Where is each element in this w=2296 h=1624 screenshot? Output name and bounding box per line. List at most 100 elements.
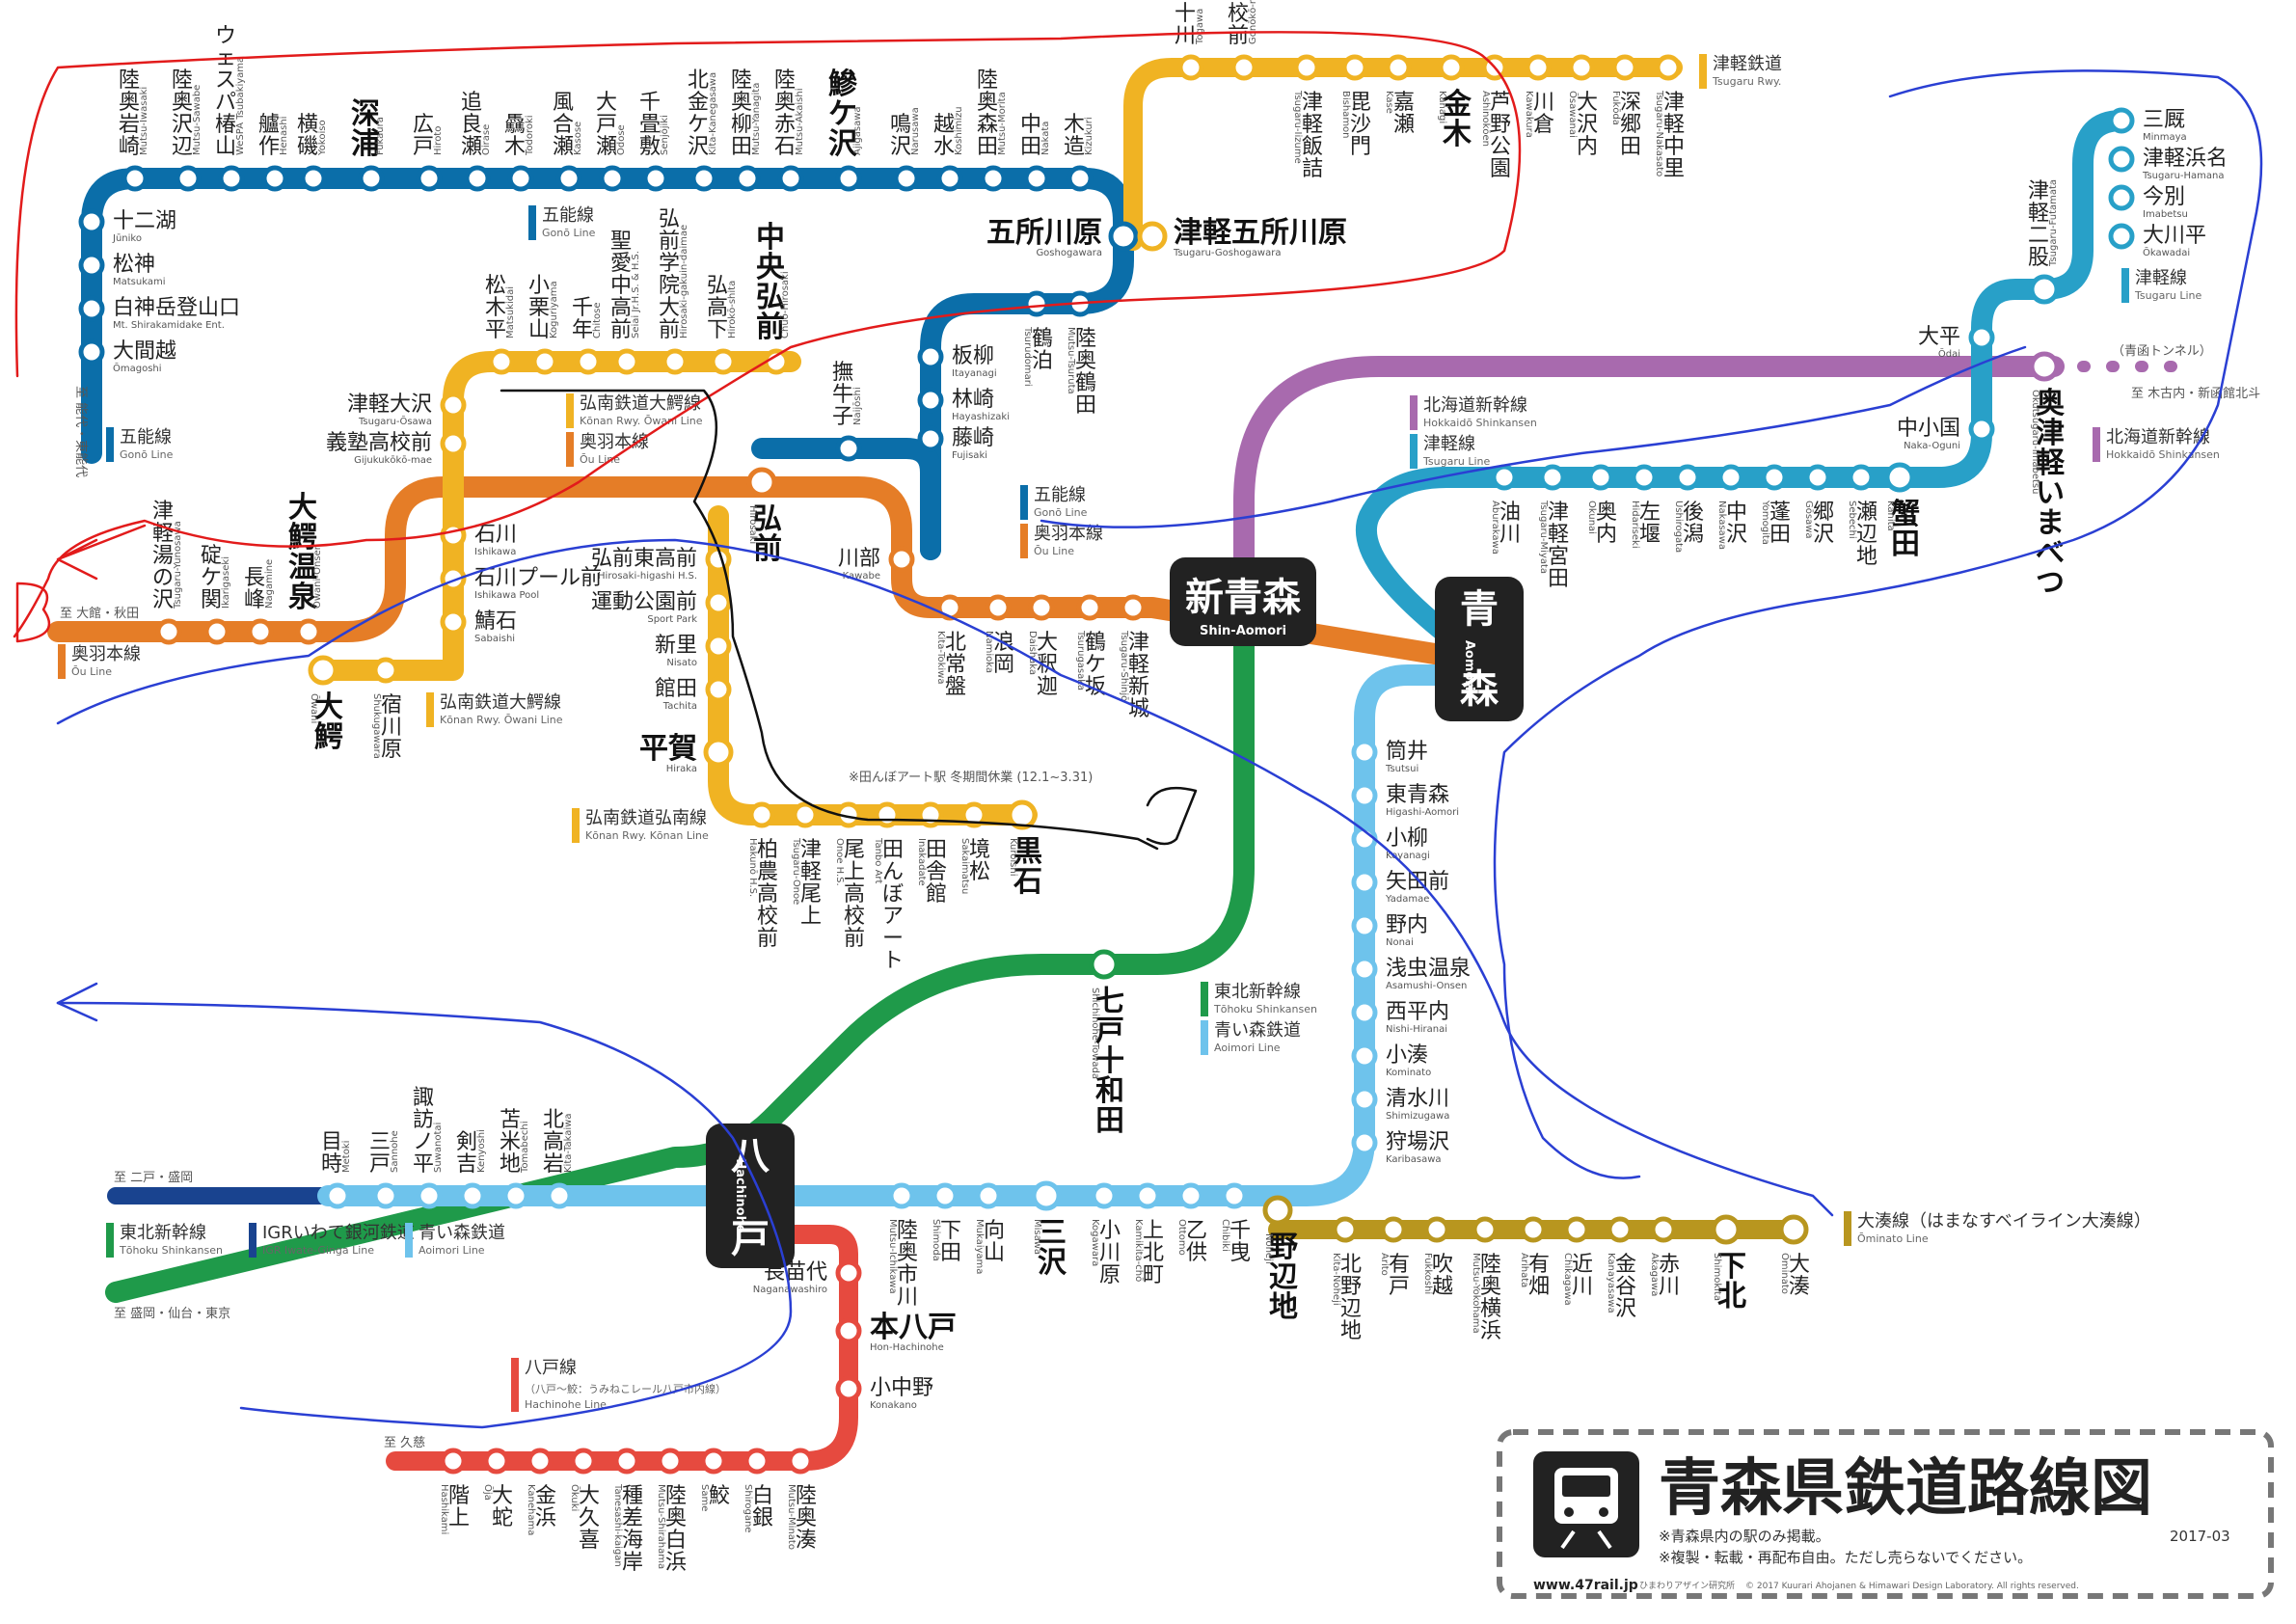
station-nagamine-dot[interactable] <box>247 618 274 645</box>
station-tsugaru-nakasato-dot[interactable] <box>1655 54 1682 81</box>
station-senj-jiki-dot[interactable] <box>642 165 669 192</box>
station-gon-k-mae-dot[interactable] <box>1230 54 1257 81</box>
station-fuk-da-dot[interactable] <box>1611 54 1638 81</box>
station-dai-dot[interactable] <box>1968 324 1995 351</box>
station-tsutsui-dot[interactable] <box>1351 739 1378 766</box>
station-higashi-aomori-dot[interactable] <box>1351 782 1378 809</box>
station-gijukuk-k-mae-dot[interactable] <box>440 430 467 457</box>
station-mutsu-yokohama-dot[interactable] <box>1472 1216 1499 1243</box>
station-karibasawa-dot[interactable] <box>1351 1129 1378 1156</box>
station-chikagawa-dot[interactable] <box>1563 1216 1590 1243</box>
station-kita-takaiwa-dot[interactable] <box>546 1182 573 1209</box>
station-kanayasawa-dot[interactable] <box>1607 1216 1634 1243</box>
station-kanehama-dot[interactable] <box>527 1448 554 1475</box>
station-hirosaki-dot[interactable] <box>746 467 777 498</box>
station-mutsu-yanagita-dot[interactable] <box>734 165 761 192</box>
station-tsugaru-miyata-dot[interactable] <box>1539 464 1566 491</box>
station-hakun-h-s-dot[interactable] <box>748 801 775 828</box>
station-gon-k-mae[interactable]: 五農校前Gonōkō-mae <box>1228 0 1258 48</box>
station-kita-kanegasawa-dot[interactable] <box>690 165 717 192</box>
station-shimoda-dot[interactable] <box>932 1182 959 1209</box>
station-ajigasawa-dot[interactable] <box>835 165 862 192</box>
station-wespa-tsubakiyama-dot[interactable] <box>218 165 245 192</box>
station-mt-shirakamidake-ent-dot[interactable] <box>78 295 105 322</box>
station-tsugaru-iizume-dot[interactable] <box>1293 54 1320 81</box>
station-ishikawa-dot[interactable] <box>440 522 467 549</box>
station-mutsu-sawabe-dot[interactable] <box>175 165 202 192</box>
station-kogawara-dot[interactable] <box>1091 1182 1118 1209</box>
station-arihata-dot[interactable] <box>1520 1216 1547 1243</box>
station-kita-noheji-dot[interactable] <box>1332 1216 1359 1243</box>
station-shirogane-dot[interactable] <box>743 1448 770 1475</box>
station-tanbo-art-dot[interactable] <box>874 801 901 828</box>
station-inakadate-dot[interactable] <box>917 801 944 828</box>
station-naganawashiro-dot[interactable] <box>835 1259 862 1286</box>
station-ch-hirosaki-dot[interactable] <box>763 348 790 375</box>
station-henashi-dot[interactable] <box>261 165 288 192</box>
station-wani-dot[interactable] <box>308 655 338 686</box>
station-kenyoshi-dot[interactable] <box>459 1182 486 1209</box>
station-naka-oguni-dot[interactable] <box>1968 416 1995 443</box>
station-sannohe-dot[interactable] <box>372 1182 399 1209</box>
station-fujisaki-dot[interactable] <box>917 425 944 452</box>
station-kuki-dot[interactable] <box>570 1448 597 1475</box>
